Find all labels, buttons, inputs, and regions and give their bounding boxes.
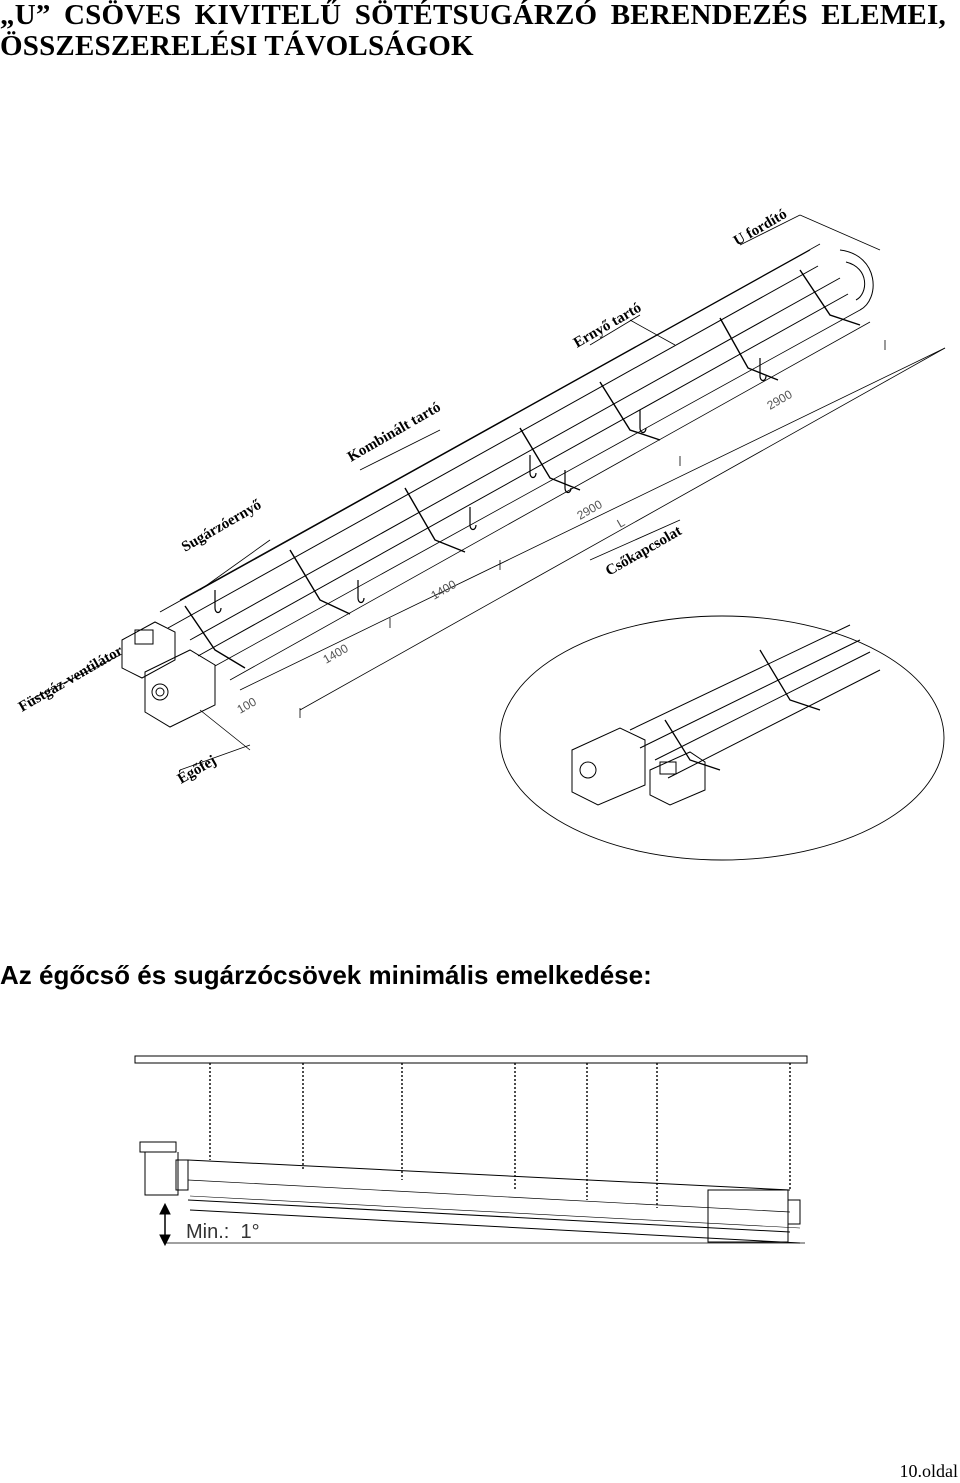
label-ernyo-tarto: Ernyő tartó — [571, 300, 644, 352]
min-slope-label: Min.: 1° — [186, 1221, 260, 1243]
dim-2900-b: 2900 — [765, 387, 795, 413]
dim-2900-a: 2900 — [575, 497, 605, 523]
dim-L: L — [615, 515, 628, 531]
dim-1400-b: 1400 — [429, 577, 459, 603]
page-title: „U” CSÖVES KIVITELŰ SÖTÉTSUGÁRZÓ BERENDE… — [0, 0, 960, 62]
label-csokapcsolat: Csőkapcsolat — [603, 523, 685, 579]
page-number: 10.oldal — [899, 1461, 959, 1481]
title-line-2: ÖSSZESZERELÉSI TÁVOLSÁGOK — [0, 30, 474, 62]
title-line-1: „U” CSÖVES KIVITELŰ SÖTÉTSUGÁRZÓ BERENDE… — [0, 0, 946, 31]
section-subtitle: Az égőcső és sugárzócsövek minimális eme… — [0, 960, 652, 990]
dim-100: 100 — [235, 694, 260, 716]
label-egofej: Égőfej — [175, 752, 220, 788]
label-fustgaz-ventilator: Füstgáz-ventilátor — [16, 643, 126, 716]
label-sugarzoernyo: Sugárzóernyő — [179, 497, 265, 556]
assembly-diagram: U fordító Ernyő tartó Kombinált tartó Su… — [16, 206, 946, 861]
label-kombinalt-tarto: Kombinált tartó — [345, 399, 444, 465]
label-u-fordito: U fordító — [731, 206, 790, 249]
dim-1400-a: 1400 — [321, 641, 351, 667]
